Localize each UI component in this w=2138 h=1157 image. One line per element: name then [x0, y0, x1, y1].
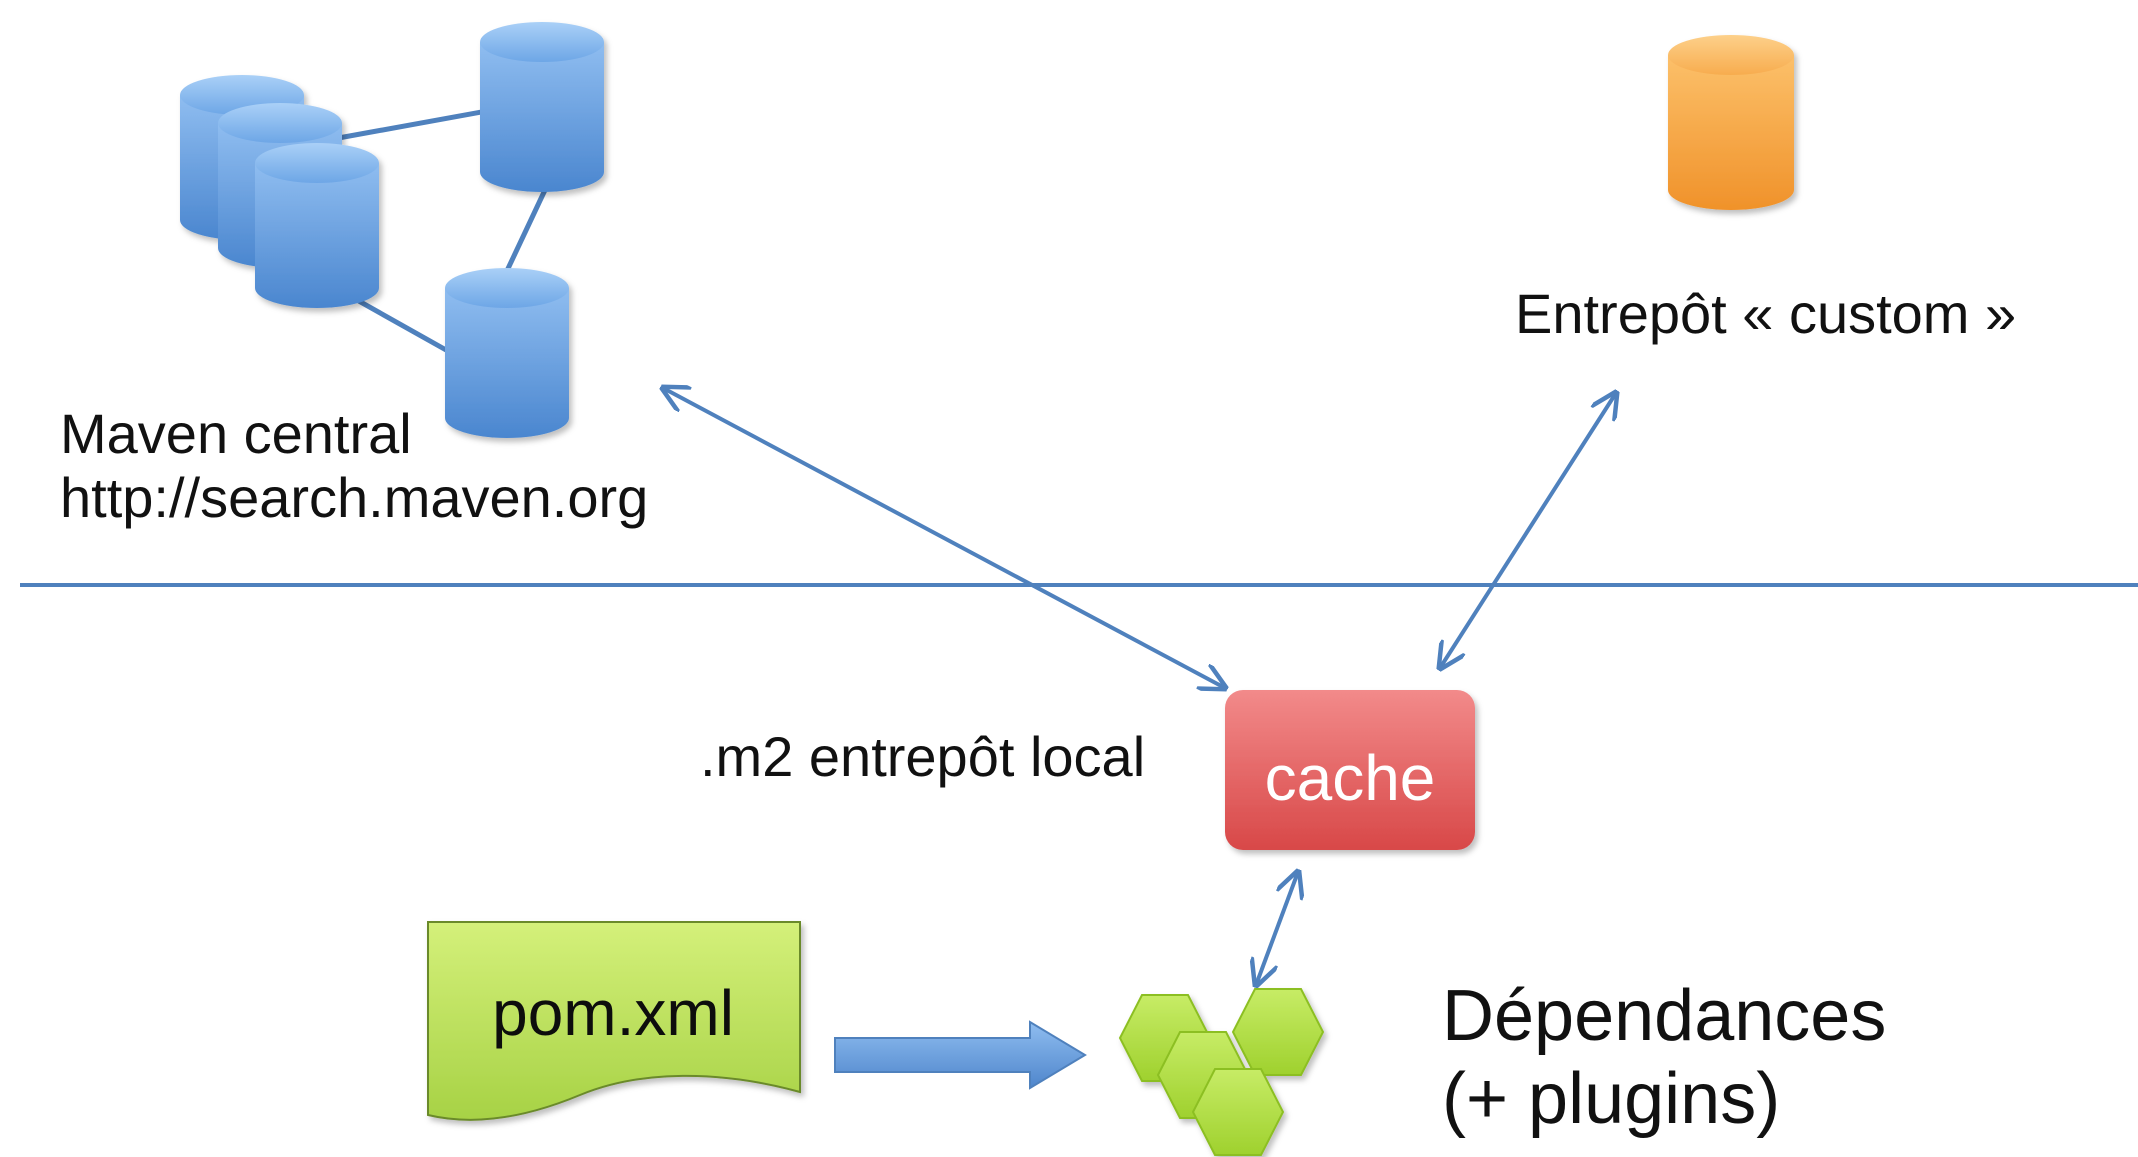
arrow-cache-to-dependencies — [1256, 872, 1298, 985]
maven-central-url: http://search.maven.org — [60, 466, 649, 530]
custom-database-icon — [1668, 35, 1794, 210]
hexagon-cluster-icon — [1118, 988, 1325, 1156]
database-icon — [480, 22, 604, 192]
arrow-cache-to-central — [663, 388, 1225, 688]
pom-label: pom.xml — [492, 977, 734, 1049]
database-icon — [445, 268, 569, 438]
maven-central-label: Maven central http://search.maven.org — [60, 402, 648, 531]
cache-label: cache — [1265, 742, 1436, 814]
local-repo-label: .m2 entrepôt local — [700, 725, 1146, 788]
dependencies-title: Dépendances — [1442, 976, 1887, 1056]
cache-box: cache — [1225, 690, 1475, 850]
maven-central-title: Maven central — [60, 402, 412, 465]
arrow-cache-to-custom — [1440, 393, 1616, 668]
pom-to-dependencies-arrow — [834, 1020, 1087, 1090]
database-icon — [255, 143, 379, 308]
dependency-hexagon — [1231, 988, 1325, 1076]
custom-repo-label: Entrepôt « custom » — [1515, 282, 2017, 345]
database-cluster-icon — [180, 22, 604, 438]
dependency-hexagon — [1191, 1068, 1285, 1156]
dependencies-label: Dépendances (+ plugins) — [1442, 975, 1886, 1141]
document-icon: pom.xml — [427, 921, 801, 1121]
plugins-note: (+ plugins) — [1442, 1058, 1781, 1139]
